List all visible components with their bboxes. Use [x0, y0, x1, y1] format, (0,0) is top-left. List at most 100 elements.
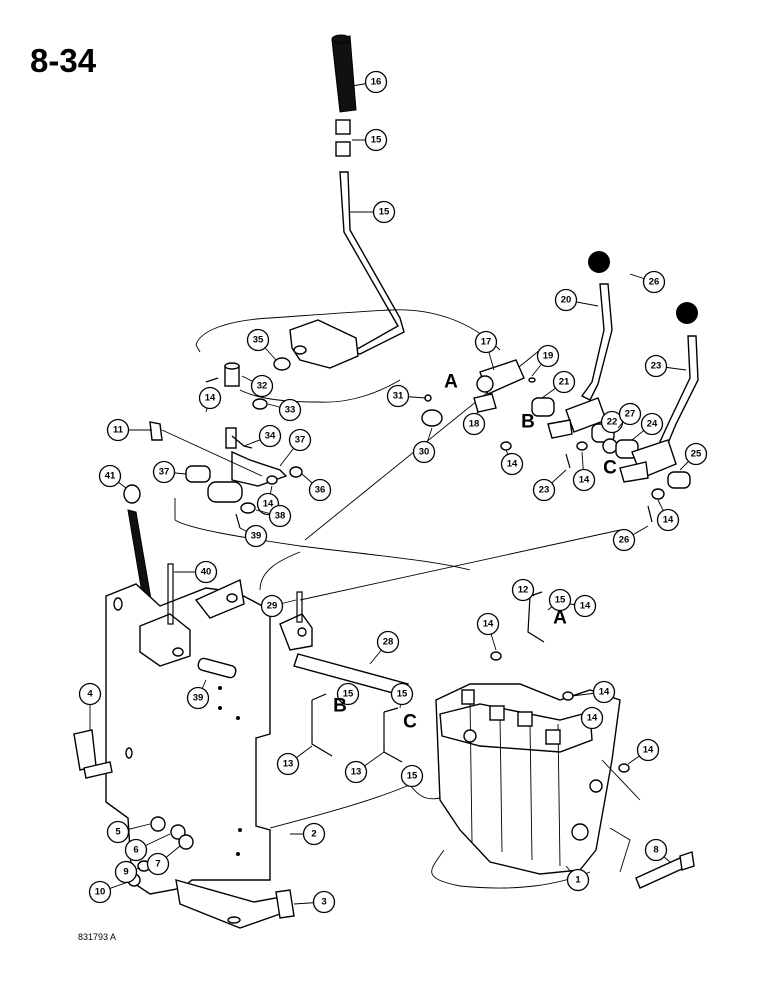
callout-23: 23	[644, 354, 687, 378]
callout-4: 4	[78, 682, 102, 730]
callout-number: 15	[343, 689, 354, 700]
section-letter-b: B	[521, 412, 535, 433]
callout-circle	[474, 330, 498, 354]
washer-5	[150, 816, 166, 832]
callout-circle	[198, 386, 222, 410]
callout-13: 13	[344, 751, 385, 784]
main-control-lever	[289, 34, 405, 369]
callout-15: 15	[336, 682, 360, 706]
callout-circle	[308, 478, 332, 502]
callout-circle	[124, 838, 148, 862]
callout-number: 10	[95, 887, 106, 898]
callout-number: 15	[371, 135, 382, 146]
callout-18: 18	[462, 409, 486, 436]
callout-number: 14	[580, 601, 591, 612]
callout-number: 7	[155, 859, 160, 870]
callout-circle	[312, 890, 336, 914]
callout-6: 6	[124, 833, 171, 862]
callout-circle	[400, 764, 424, 788]
callout-circle	[462, 412, 486, 436]
callout-circle	[684, 442, 708, 466]
callout-circle	[552, 370, 576, 394]
callout-circle	[146, 852, 170, 876]
callout-15: 15	[547, 588, 572, 612]
callout-14: 14	[656, 499, 680, 532]
section-letter-a: A	[553, 608, 567, 629]
callout-number: 31	[393, 391, 404, 402]
callout-31: 31	[386, 384, 427, 408]
callout-34: 34	[243, 424, 282, 448]
callout-number: 14	[599, 687, 610, 698]
callout-number: 21	[559, 377, 570, 388]
callout-number: 26	[619, 535, 630, 546]
callout-number: 14	[587, 713, 598, 724]
callout-number: 19	[543, 351, 554, 362]
callout-number: 14	[263, 499, 274, 510]
callout-circle	[250, 374, 274, 398]
mounting-plate	[105, 563, 313, 929]
callout-20: 20	[554, 288, 599, 312]
callout-number: 14	[483, 619, 494, 630]
callout-circle	[278, 398, 302, 422]
bolt-4	[73, 729, 97, 771]
callout-12: 12	[511, 578, 535, 602]
callout-circle	[532, 478, 556, 502]
section-letter-b: B	[333, 696, 347, 717]
left-pivot-assembly	[149, 362, 303, 529]
callout-circle	[572, 468, 596, 492]
callout-number: 34	[265, 431, 276, 442]
callout-24: 24	[631, 412, 664, 441]
callout-number: 25	[691, 449, 702, 460]
callout-11: 11	[106, 418, 152, 442]
callout-circle	[336, 682, 360, 706]
callout-32: 32	[241, 374, 274, 398]
section-letter-c: C	[603, 458, 617, 479]
callout-number: 38	[275, 511, 286, 522]
callout-circle	[644, 838, 668, 862]
callout-circle	[194, 560, 218, 584]
section-letter-c: C	[403, 712, 417, 733]
callout-circle	[344, 760, 368, 784]
callout-number: 17	[481, 337, 492, 348]
callout-39: 39	[186, 679, 210, 710]
callout-labels: 1234567891011121313141414141414141414141…	[78, 70, 708, 914]
callout-circle	[268, 504, 292, 528]
callout-number: 23	[651, 361, 662, 372]
callout-circle	[612, 528, 636, 552]
callout-2: 2	[290, 822, 326, 846]
callout-number: 39	[193, 693, 204, 704]
callout-number: 29	[267, 601, 278, 612]
callout-circle	[106, 418, 130, 442]
callout-number: 9	[123, 867, 128, 878]
callout-number: 39	[251, 531, 262, 542]
callout-number: 24	[647, 419, 658, 430]
callout-number: 40	[201, 567, 212, 578]
callout-number: 6	[133, 845, 138, 856]
callout-21: 21	[541, 370, 576, 399]
callout-number: 1	[575, 875, 581, 886]
callout-circle	[412, 440, 436, 464]
nut-7	[178, 834, 194, 850]
callout-number: 14	[205, 393, 216, 404]
callout-26: 26	[629, 270, 666, 294]
callout-number: 3	[321, 897, 326, 908]
callout-33: 33	[267, 398, 302, 422]
callout-circle	[536, 344, 560, 368]
callout-15: 15	[352, 128, 388, 152]
callout-circle	[364, 70, 388, 94]
callout-number: 13	[351, 767, 362, 778]
callout-29: 29	[260, 594, 297, 618]
callout-14: 14	[627, 738, 660, 765]
callout-number: 4	[87, 689, 93, 700]
callout-circle	[98, 464, 122, 488]
washer-43	[123, 484, 141, 504]
callout-number: 14	[643, 745, 654, 756]
page-number: 8-34	[30, 42, 97, 79]
callout-circle	[372, 200, 396, 224]
callout-number: 41	[105, 471, 116, 482]
callout-number: 14	[507, 459, 518, 470]
callout-circle	[106, 820, 130, 844]
callout-number: 2	[311, 829, 316, 840]
